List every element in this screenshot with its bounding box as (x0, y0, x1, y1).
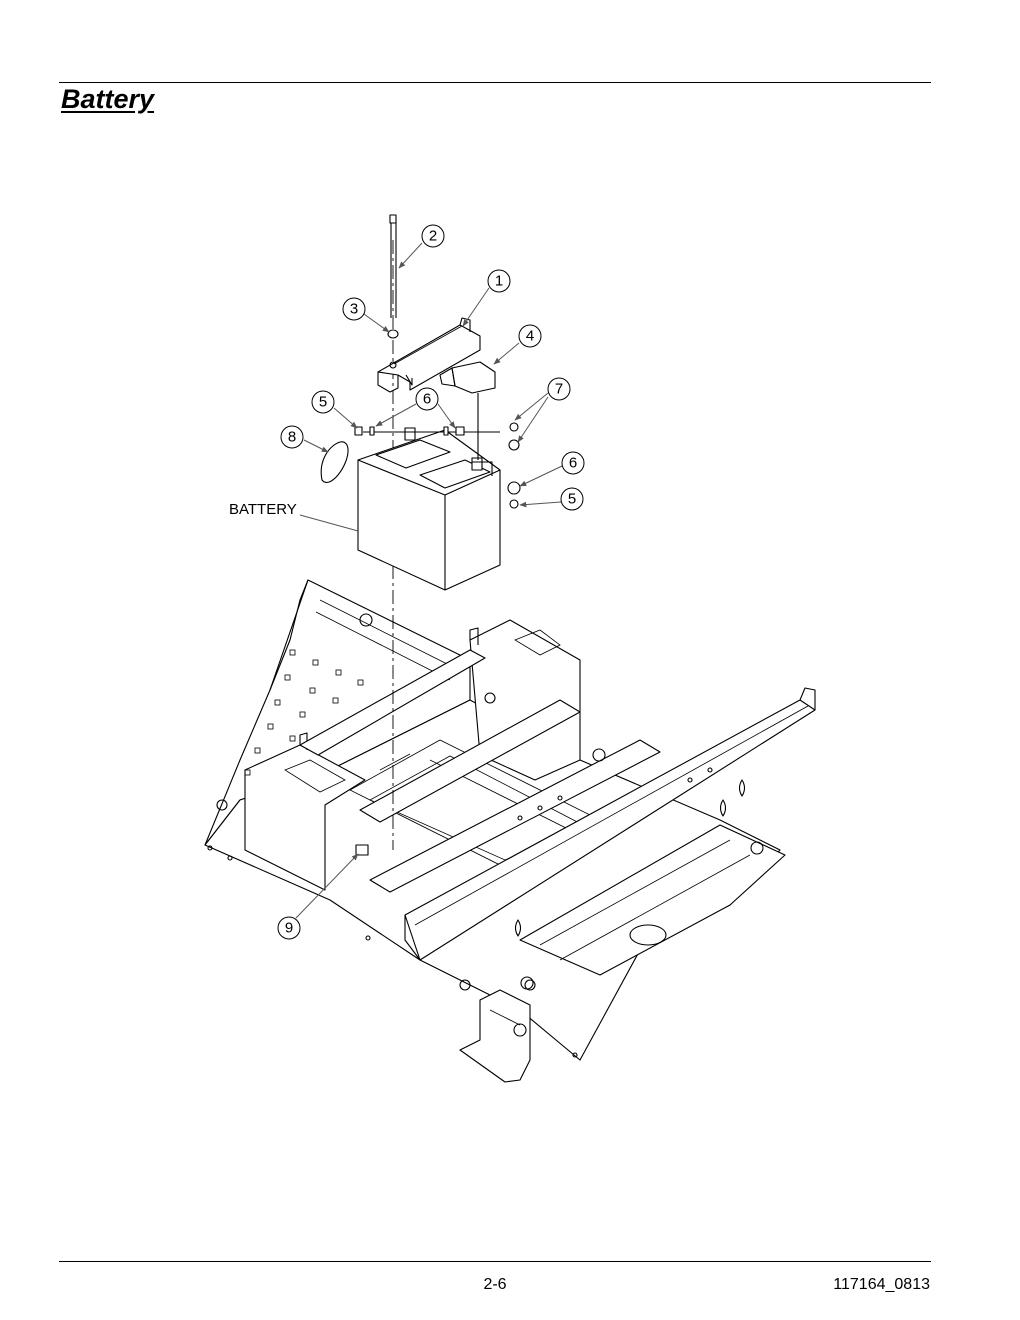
page-number: 2-6 (483, 1276, 507, 1293)
hold-down-bracket (377, 317, 481, 393)
svg-text:6: 6 (423, 391, 431, 408)
svg-text:8: 8 (288, 429, 296, 446)
page-title: Battery (61, 84, 155, 114)
hold-down-rod (389, 214, 397, 318)
callout-2: 2 (421, 224, 445, 248)
callout-3: 3 (342, 297, 366, 321)
callout-8: 8 (280, 425, 304, 449)
callout-1: 1 (487, 269, 511, 293)
battery (357, 427, 501, 591)
document-id: 117164_0813 (833, 1276, 930, 1293)
svg-text:5: 5 (568, 491, 576, 508)
leader-lines (295, 242, 563, 919)
svg-text:2: 2 (429, 228, 437, 245)
callout-5-lower: 5 (560, 487, 584, 511)
battery-hardware (354, 393, 521, 509)
svg-text:3: 3 (350, 301, 358, 318)
callout-6-lower: 6 (561, 451, 585, 475)
washer (387, 329, 399, 339)
callout-6: 6 (415, 387, 439, 411)
callout-4: 4 (518, 324, 542, 348)
footer-rule (59, 1261, 931, 1262)
battery-strap (320, 441, 349, 484)
chassis-frame (204, 579, 816, 1083)
header-rule (59, 82, 931, 83)
svg-text:7: 7 (555, 381, 563, 398)
callout-5: 5 (311, 390, 335, 414)
battery-label: BATTERY (229, 501, 297, 518)
svg-text:9: 9 (285, 920, 293, 937)
svg-text:6: 6 (569, 455, 577, 472)
svg-text:1: 1 (495, 273, 503, 290)
terminal-cover (451, 361, 496, 394)
svg-text:5: 5 (319, 394, 327, 411)
svg-text:4: 4 (526, 328, 534, 345)
callout-7: 7 (547, 377, 571, 401)
callout-9: 9 (277, 916, 301, 940)
